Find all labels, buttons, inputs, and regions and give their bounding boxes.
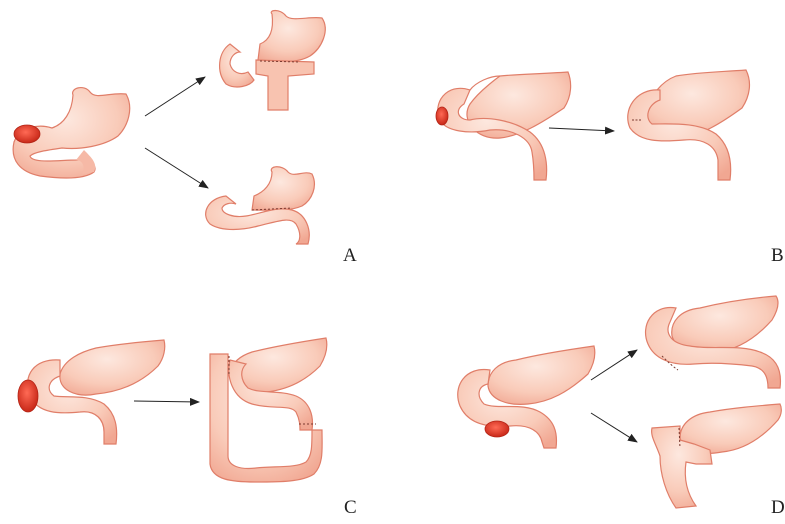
panel-b-result — [628, 70, 750, 180]
arrow-c — [134, 401, 199, 402]
panel-c-original — [18, 340, 165, 444]
panel-label-c: C — [344, 497, 357, 519]
lesion-c — [18, 380, 38, 412]
lesion-b — [436, 107, 448, 125]
arrow-d-lower — [591, 413, 637, 442]
panel-a — [13, 11, 325, 245]
lesion-a — [14, 125, 40, 143]
panel-d — [458, 296, 782, 508]
arrow-d-upper — [591, 350, 637, 380]
panel-c — [18, 338, 327, 482]
panel-a-result-lower — [206, 167, 315, 244]
panel-d-result-upper — [646, 296, 781, 388]
panel-d-result-lower — [652, 404, 782, 508]
panel-label-a: A — [343, 245, 357, 267]
panel-b — [436, 70, 749, 180]
arrow-a-lower — [145, 148, 208, 188]
panel-label-b: B — [771, 245, 784, 267]
panel-d-original — [458, 346, 595, 448]
panel-label-d: D — [771, 497, 785, 519]
panel-a-original-stomach — [13, 88, 130, 178]
arrow-a-upper — [145, 77, 205, 116]
lesion-d — [485, 421, 509, 437]
panel-c-result — [210, 338, 327, 482]
arrow-b — [549, 128, 614, 131]
panel-b-original — [436, 72, 571, 180]
panel-a-result-upper — [220, 11, 326, 111]
